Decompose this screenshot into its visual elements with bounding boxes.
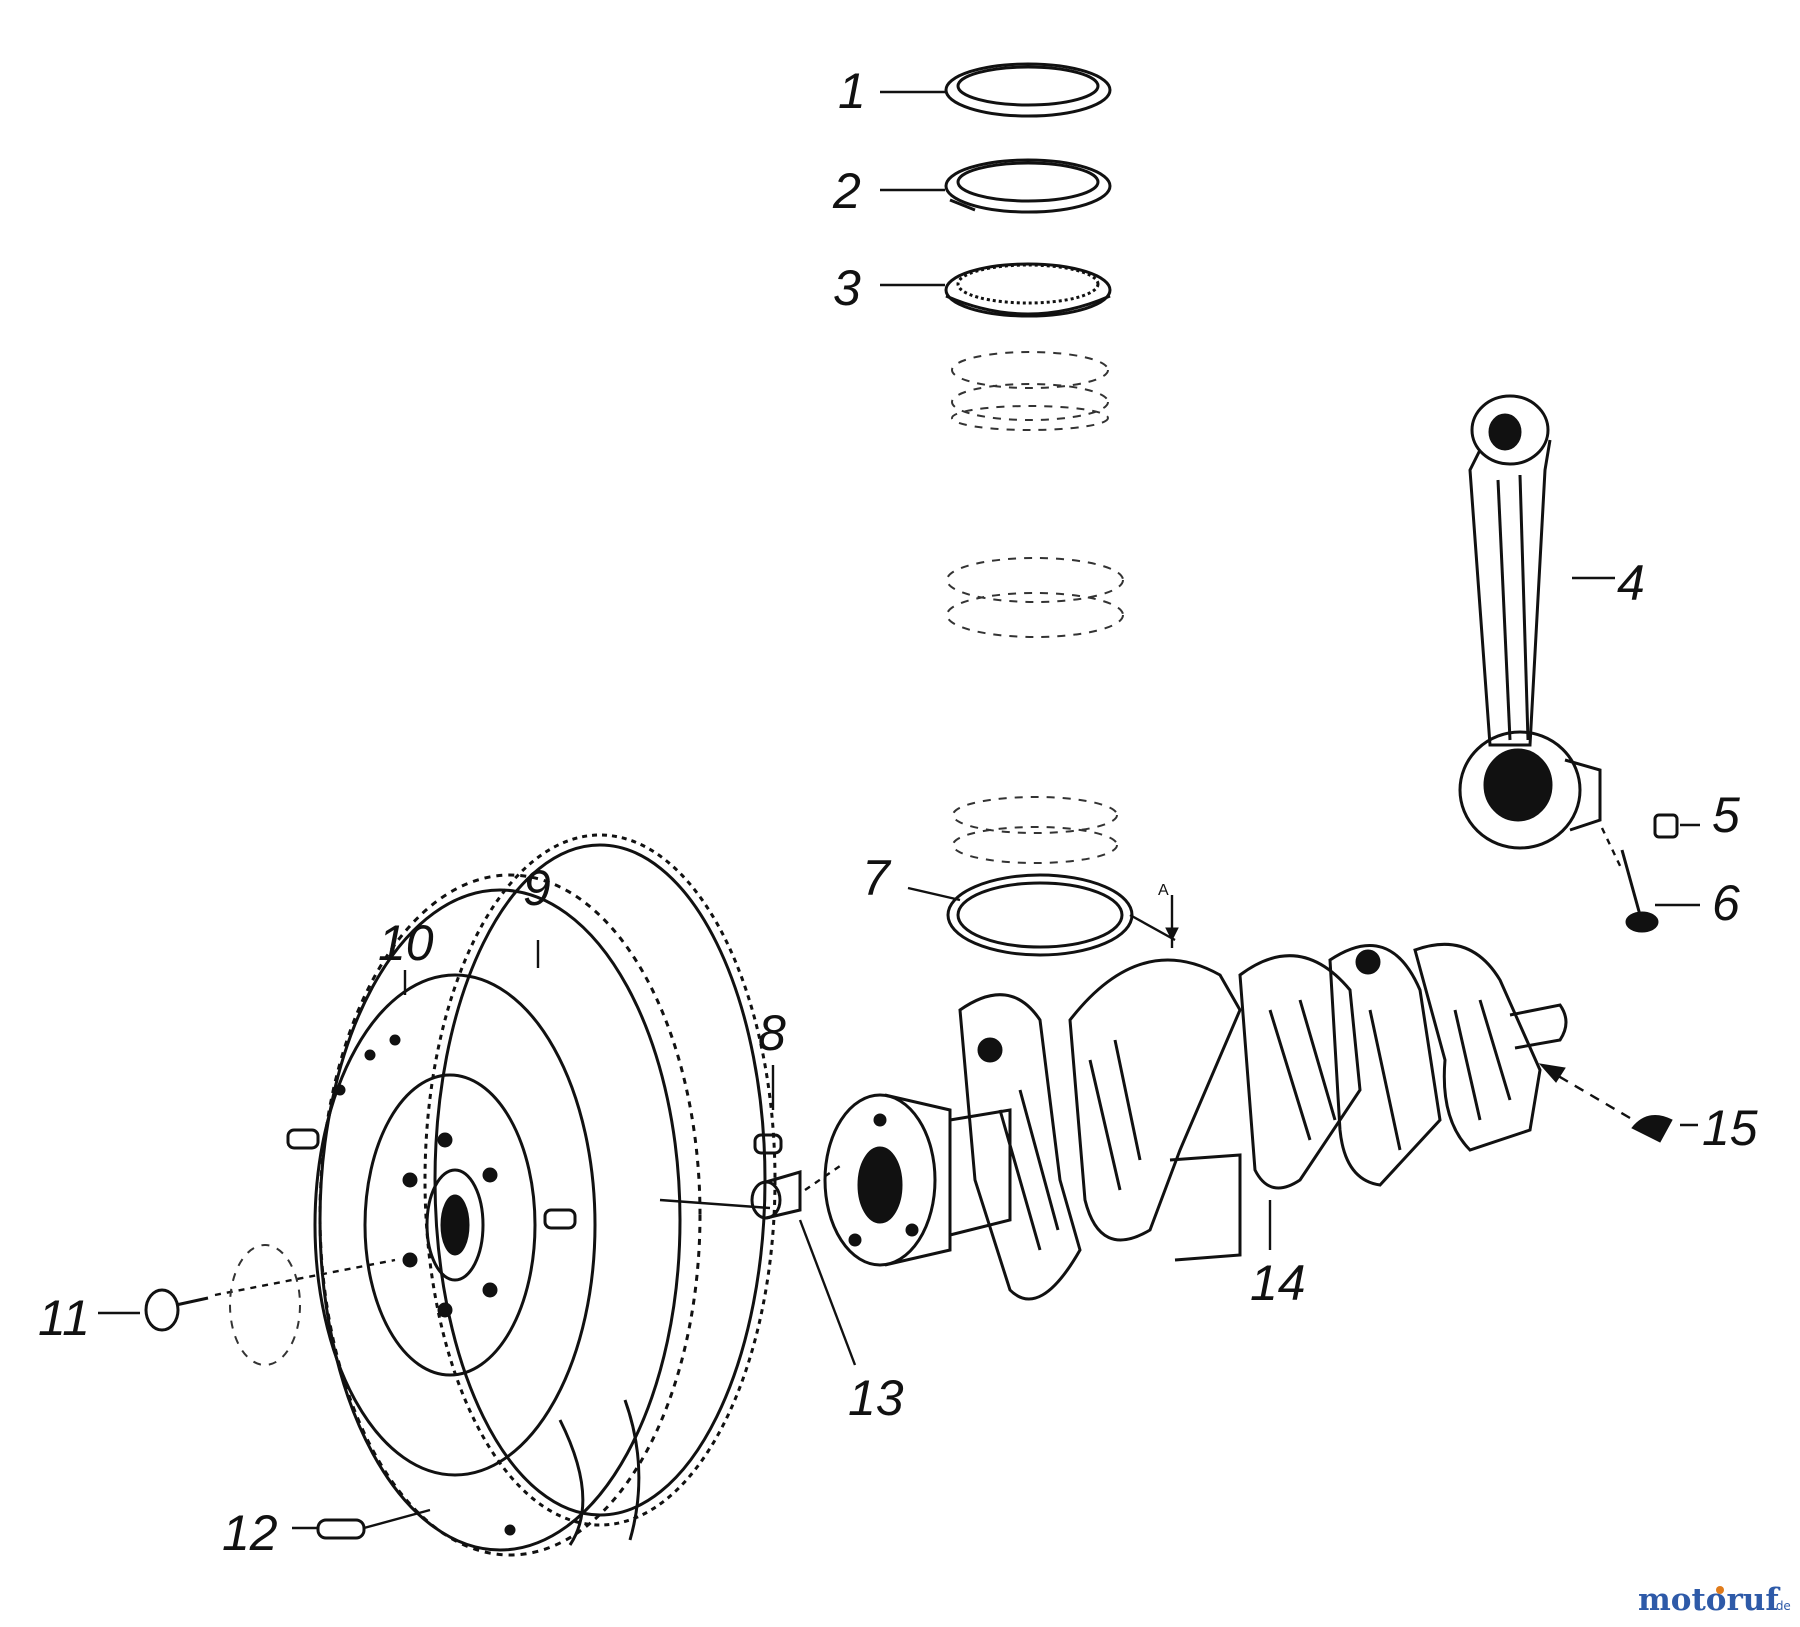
callout-14: 14 <box>1250 1255 1306 1311</box>
callout-5: 5 <box>1712 787 1740 843</box>
callouts: 1 2 3 4 5 6 7 8 9 10 11 12 13 14 15 <box>38 63 1758 1561</box>
callout-10: 10 <box>378 915 434 971</box>
watermark-tld: .de <box>1772 1599 1791 1613</box>
dimension-label: A <box>1158 882 1169 899</box>
ring-groove-guide-middle <box>946 557 1124 638</box>
watermark-accent <box>1716 1586 1724 1594</box>
ring-groove-guide-top <box>951 351 1109 431</box>
callout-7: 7 <box>862 850 892 906</box>
callout-2: 2 <box>832 163 861 219</box>
pilot-bushing-13 <box>659 1165 841 1220</box>
ring-groove-guide-bottom <box>952 796 1118 864</box>
callout-9: 9 <box>523 860 551 916</box>
callout-1: 1 <box>838 63 866 119</box>
connecting-rod <box>1458 394 1602 850</box>
callout-15: 15 <box>1702 1100 1758 1156</box>
piston-ring-1 <box>944 62 1112 118</box>
dowel-8 <box>753 1133 783 1155</box>
rod-bolt-6 <box>1600 827 1659 933</box>
piston-ring-2 <box>944 158 1112 214</box>
bearing-ring-7 <box>946 873 1134 957</box>
callout-13: 13 <box>848 1370 904 1426</box>
callout-12: 12 <box>222 1505 278 1561</box>
flywheel-bolt-11 <box>144 1258 396 1332</box>
callout-11: 11 <box>38 1290 90 1346</box>
flywheel <box>286 833 777 1557</box>
leader-lines <box>98 90 1700 1530</box>
callout-4: 4 <box>1617 555 1645 611</box>
dowel-pin-12 <box>316 1508 431 1540</box>
washer-guide <box>229 1244 301 1366</box>
callout-8: 8 <box>758 1005 786 1061</box>
callout-3: 3 <box>833 260 861 316</box>
crankshaft <box>823 942 1568 1301</box>
piston-ring-3 <box>944 262 1112 318</box>
woodruff-key-15 <box>1538 1063 1673 1143</box>
callout-6: 6 <box>1712 875 1740 931</box>
rod-nut-5 <box>1653 813 1679 839</box>
watermark-logo: motoruf .de <box>1638 1582 1791 1618</box>
dimension-a: A <box>1129 882 1179 948</box>
watermark-name: motoruf <box>1638 1582 1780 1618</box>
